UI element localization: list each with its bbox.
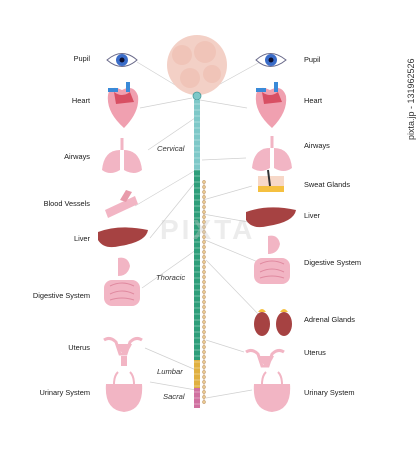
label-adrenal-glands-right: Adrenal Glands — [304, 315, 355, 324]
sweat-gland-icon — [258, 169, 284, 192]
eye-icon-right — [255, 53, 287, 67]
ganglion-bead — [202, 360, 206, 364]
ganglion-bead — [202, 215, 206, 219]
ganglion-bead — [202, 210, 206, 214]
ganglion-bead — [202, 315, 206, 319]
uterus-icon-right — [245, 348, 285, 368]
ganglion-bead — [202, 375, 206, 379]
label-airways-right: Airways — [304, 141, 330, 150]
label-blood-vessels-left: Blood Vessels — [43, 199, 90, 208]
digestive-system-icon-right — [254, 235, 290, 284]
section-cervical: Cervical — [157, 144, 185, 153]
liver-icon-right — [246, 207, 296, 228]
ganglion-bead — [202, 340, 206, 344]
ganglion-bead — [202, 220, 206, 224]
lungs-icon-right — [252, 136, 292, 171]
ganglion-bead — [202, 370, 206, 374]
label-liver-left: Liver — [73, 234, 90, 243]
brain-icon — [167, 35, 227, 95]
ganglion-bead — [202, 295, 206, 299]
watermark-vertical: pixta.jp - 131962526 — [406, 58, 416, 140]
spinal-cord — [192, 91, 202, 408]
label-digestive-system-left: Digestive System — [32, 291, 90, 300]
ganglion-bead — [202, 200, 206, 204]
uterus-icon — [103, 336, 143, 366]
heart-icon — [107, 82, 139, 128]
ganglion-bead — [202, 325, 206, 329]
label-sweat-glands-right: Sweat Glands — [304, 180, 351, 189]
ganglion-bead — [202, 390, 206, 394]
ganglion-bead — [202, 275, 206, 279]
ganglion-bead — [202, 250, 206, 254]
label-pupil-left: Pupil — [73, 54, 90, 63]
ganglion-bead — [202, 355, 206, 359]
bladder-icon — [105, 371, 143, 412]
ganglion-bead — [202, 345, 206, 349]
ganglion-bead — [202, 270, 206, 274]
ganglion-bead — [202, 230, 206, 234]
ganglion-bead — [202, 290, 206, 294]
ganglion-bead — [202, 330, 206, 334]
label-pupil-right: Pupil — [304, 55, 321, 64]
ganglion-bead — [202, 190, 206, 194]
label-heart-left: Heart — [71, 96, 90, 105]
ganglion-bead — [202, 400, 206, 404]
ganglion-bead — [202, 385, 206, 389]
eye-icon — [106, 53, 138, 67]
ganglion-bead — [202, 350, 206, 354]
label-digestive-system-right: Digestive System — [304, 258, 362, 267]
adrenal-glands-icon — [254, 309, 292, 336]
watermark-center: PIXTA — [160, 214, 256, 245]
heart-icon-right — [255, 82, 287, 128]
ganglion-bead — [202, 195, 206, 199]
ganglion-bead — [202, 310, 206, 314]
digestive-system-icon — [104, 257, 140, 306]
bladder-icon-right — [253, 371, 291, 412]
sympathetic-chain — [202, 180, 206, 404]
ganglion-bead — [202, 300, 206, 304]
ganglion-bead — [202, 255, 206, 259]
liver-icon — [98, 227, 148, 248]
label-airways-left: Airways — [64, 152, 90, 161]
section-sacral: Sacral — [163, 392, 185, 401]
ganglion-bead — [202, 180, 206, 184]
ganglion-bead — [202, 365, 206, 369]
label-heart-right: Heart — [304, 96, 323, 105]
section-lumbar: Lumbar — [157, 367, 183, 376]
ganglion-bead — [202, 240, 206, 244]
ganglion-bead — [202, 380, 206, 384]
ganglion-bead — [202, 235, 206, 239]
section-thoracic: Thoracic — [156, 273, 186, 282]
label-uterus-right: Uterus — [304, 348, 326, 357]
ganglion-bead — [202, 395, 206, 399]
ganglion-bead — [202, 285, 206, 289]
ganglion-bead — [202, 335, 206, 339]
ganglion-bead — [202, 305, 206, 309]
nerve-lines — [134, 61, 263, 399]
label-urinary-system-left: Urinary System — [39, 388, 90, 397]
lungs-icon — [102, 138, 142, 173]
ganglion-bead — [202, 225, 206, 229]
ganglion-bead — [202, 280, 206, 284]
ganglion-bead — [202, 265, 206, 269]
ganglion-bead — [202, 260, 206, 264]
spinal-cord-ticks — [194, 103, 200, 405]
label-uterus-left: Uterus — [68, 343, 90, 352]
label-liver-right: Liver — [304, 211, 321, 220]
ganglion-bead — [202, 185, 206, 189]
ganglion-bead — [202, 320, 206, 324]
ganglion-bead — [202, 205, 206, 209]
label-urinary-system-right: Urinary System — [304, 388, 355, 397]
ganglion-bead — [202, 245, 206, 249]
blood-vessel-icon — [105, 190, 138, 218]
